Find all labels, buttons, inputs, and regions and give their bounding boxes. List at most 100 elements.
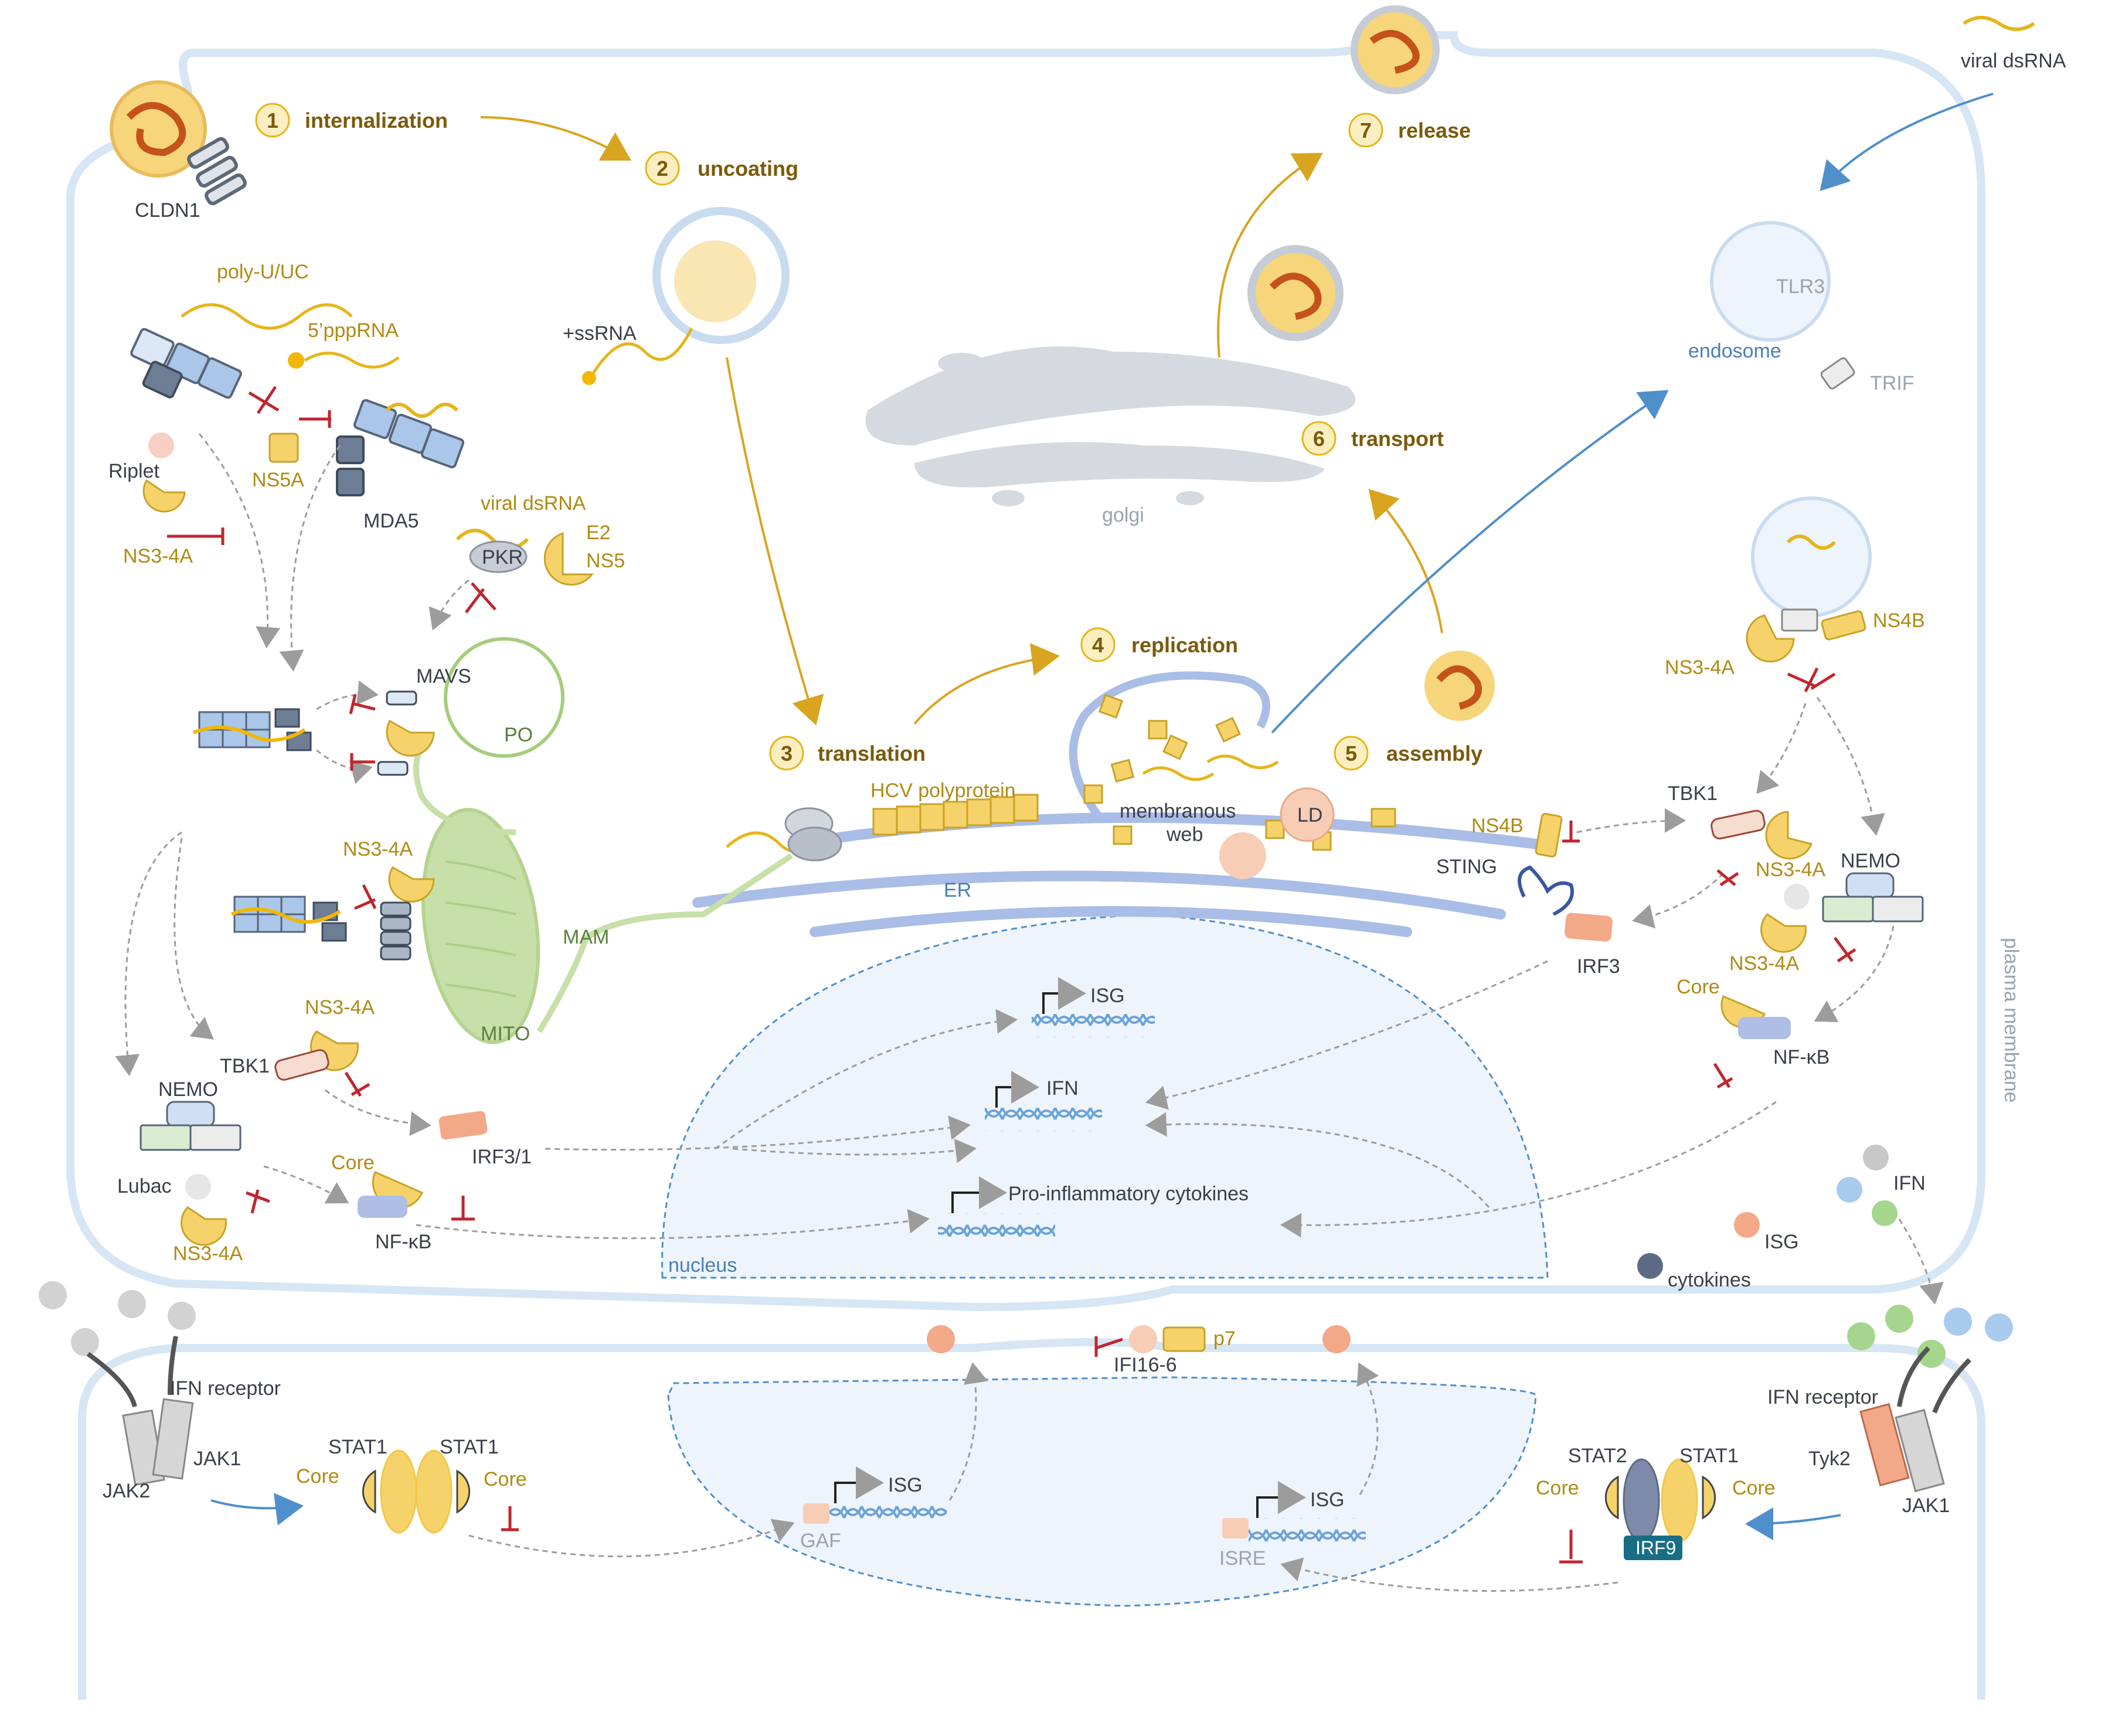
poly-uuc-label: poly-U/UC <box>217 261 309 283</box>
virion-transport <box>1247 245 1344 341</box>
svg-text:replication: replication <box>1131 633 1238 657</box>
core-label-right: Core <box>1676 976 1720 998</box>
virion-release <box>1351 5 1440 94</box>
jak1-label-left: JAK1 <box>193 1448 241 1470</box>
ikk-alpha-right <box>1822 896 1874 923</box>
ns3-4a-label-right3: NS3-4A <box>1729 952 1799 975</box>
membranous-web-line1: membranous <box>1120 800 1236 822</box>
cldn1-label: CLDN1 <box>135 199 200 222</box>
ppp-cap <box>288 352 304 369</box>
lifecycle-arrows <box>480 116 1443 726</box>
ns3-4a-icon-mam <box>388 866 435 903</box>
nucleus-label: nucleus <box>668 1254 737 1277</box>
rig-i-icon <box>130 328 242 399</box>
nemo-icon-left <box>166 1101 215 1128</box>
step-4: 4 replication <box>1080 627 1238 662</box>
cldn1-icon <box>187 137 247 206</box>
web-proteins <box>1083 693 1396 851</box>
mam-label: MAM <box>563 926 609 948</box>
endosome-label: endosome <box>1688 340 1781 362</box>
isg-label: ISG <box>1090 985 1125 1007</box>
ns4b-icon-right <box>1821 610 1866 641</box>
rig-mavs-complex-2 <box>230 896 412 961</box>
ns5a-icon <box>268 433 299 463</box>
svg-text:assembly: assembly <box>1386 741 1482 765</box>
svg-text:4: 4 <box>1092 633 1104 657</box>
ns3-4a-label-1: NS3-4A <box>123 545 193 567</box>
ns5a-label: NS5A <box>252 469 304 491</box>
hcv-polyprotein-label: HCV polyprotein <box>870 780 1016 802</box>
isg-secreted-2 <box>1322 1325 1351 1353</box>
step-3: 3 translation <box>769 736 926 771</box>
replicating-rna <box>1142 754 1279 781</box>
stat1-label-c: STAT1 <box>1679 1445 1739 1467</box>
lipid-droplet <box>1280 787 1335 842</box>
ns3-4a-label-right: NS3-4A <box>1665 656 1735 679</box>
trif-icon <box>1820 357 1855 390</box>
po-label: PO <box>504 724 533 746</box>
e2-ns5-icon <box>543 532 594 586</box>
ifn-receptor-label-right: IFN receptor <box>1767 1386 1878 1408</box>
mitochondrion <box>421 808 540 1044</box>
endosome <box>1710 221 1831 342</box>
irf9-label: IRF9 <box>1635 1537 1676 1558</box>
jak2-label: JAK2 <box>103 1480 150 1502</box>
step-2: 2 uncoating <box>645 151 798 186</box>
stat1-dimer <box>362 1449 471 1534</box>
inhibition-marks <box>167 386 1856 1564</box>
tbk1-icon-left <box>274 1049 329 1081</box>
plasma-membrane-label: plasma membrane <box>2000 938 2022 1103</box>
e2-label: E2 <box>586 522 611 544</box>
p7-label: p7 <box>1213 1327 1236 1350</box>
mavs-label: MAVS <box>416 665 471 687</box>
ifi16-icon <box>1129 1325 1157 1353</box>
isg-isre-label: ISG <box>1310 1489 1345 1511</box>
mda5-icon <box>336 399 465 496</box>
virion-entering <box>110 80 207 178</box>
jak1-label-right: JAK1 <box>1902 1495 1950 1517</box>
stat1-label-a: STAT1 <box>328 1436 387 1458</box>
riplet-label: Riplet <box>108 460 159 482</box>
extracellular-ifn-right <box>1847 1305 2013 1368</box>
irf3-icon <box>1565 913 1613 942</box>
svg-text:release: release <box>1398 118 1471 142</box>
core-stat-label-b: Core <box>484 1468 527 1490</box>
mda5-label: MDA5 <box>363 510 419 532</box>
gaf-isg-gene <box>803 1466 947 1527</box>
legend-dot-isg <box>1734 1212 1760 1238</box>
poly-uuc-rna <box>181 303 353 330</box>
mam-tube <box>413 743 793 1033</box>
legend-dot-blue <box>1837 1177 1862 1203</box>
ns3-4a-icon-2 <box>386 719 435 757</box>
p7-icon <box>1162 1326 1206 1352</box>
ns3-4a-icon-4 <box>181 1206 227 1246</box>
trif-label: TRIF <box>1870 372 1914 394</box>
isre-isg-gene <box>1222 1481 1366 1541</box>
ns4b-icon-mid <box>1535 813 1563 857</box>
ns3-4a-icon-right2 <box>1765 811 1813 860</box>
riplet-dot <box>148 433 174 458</box>
nucleus-lower <box>667 1376 1537 1607</box>
blue-arrows <box>210 93 1994 1540</box>
viral-dsrna-label-1: viral dsRNA <box>481 492 586 515</box>
step-1: 1 internalization <box>255 103 448 138</box>
nemo-label-left: NEMO <box>158 1078 218 1101</box>
tbk1-label-right: TBK1 <box>1668 782 1718 805</box>
tbk1-icon-right <box>1710 809 1766 840</box>
dsrna-mda5 <box>385 403 459 418</box>
cytokine-gene <box>938 1176 1055 1237</box>
ns5-label: NS5 <box>586 550 625 572</box>
ifn-receptor-label-left: IFN receptor <box>170 1377 281 1400</box>
svg-text:5: 5 <box>1345 741 1357 765</box>
ikk-beta-left <box>189 1124 242 1151</box>
svg-text:internalization: internalization <box>305 108 448 132</box>
core-stat-label-d: Core <box>1732 1477 1776 1499</box>
viral-dsrna-label-2: viral dsRNA <box>1961 50 2066 72</box>
mito-label: MITO <box>481 1023 530 1045</box>
legend-isg-label: ISG <box>1764 1231 1799 1253</box>
legend-dot-green <box>1872 1200 1897 1226</box>
ifn-receptor-left <box>86 1336 194 1486</box>
ifi16-label: IFI16-6 <box>1114 1354 1177 1376</box>
sting-icon <box>1518 865 1574 916</box>
